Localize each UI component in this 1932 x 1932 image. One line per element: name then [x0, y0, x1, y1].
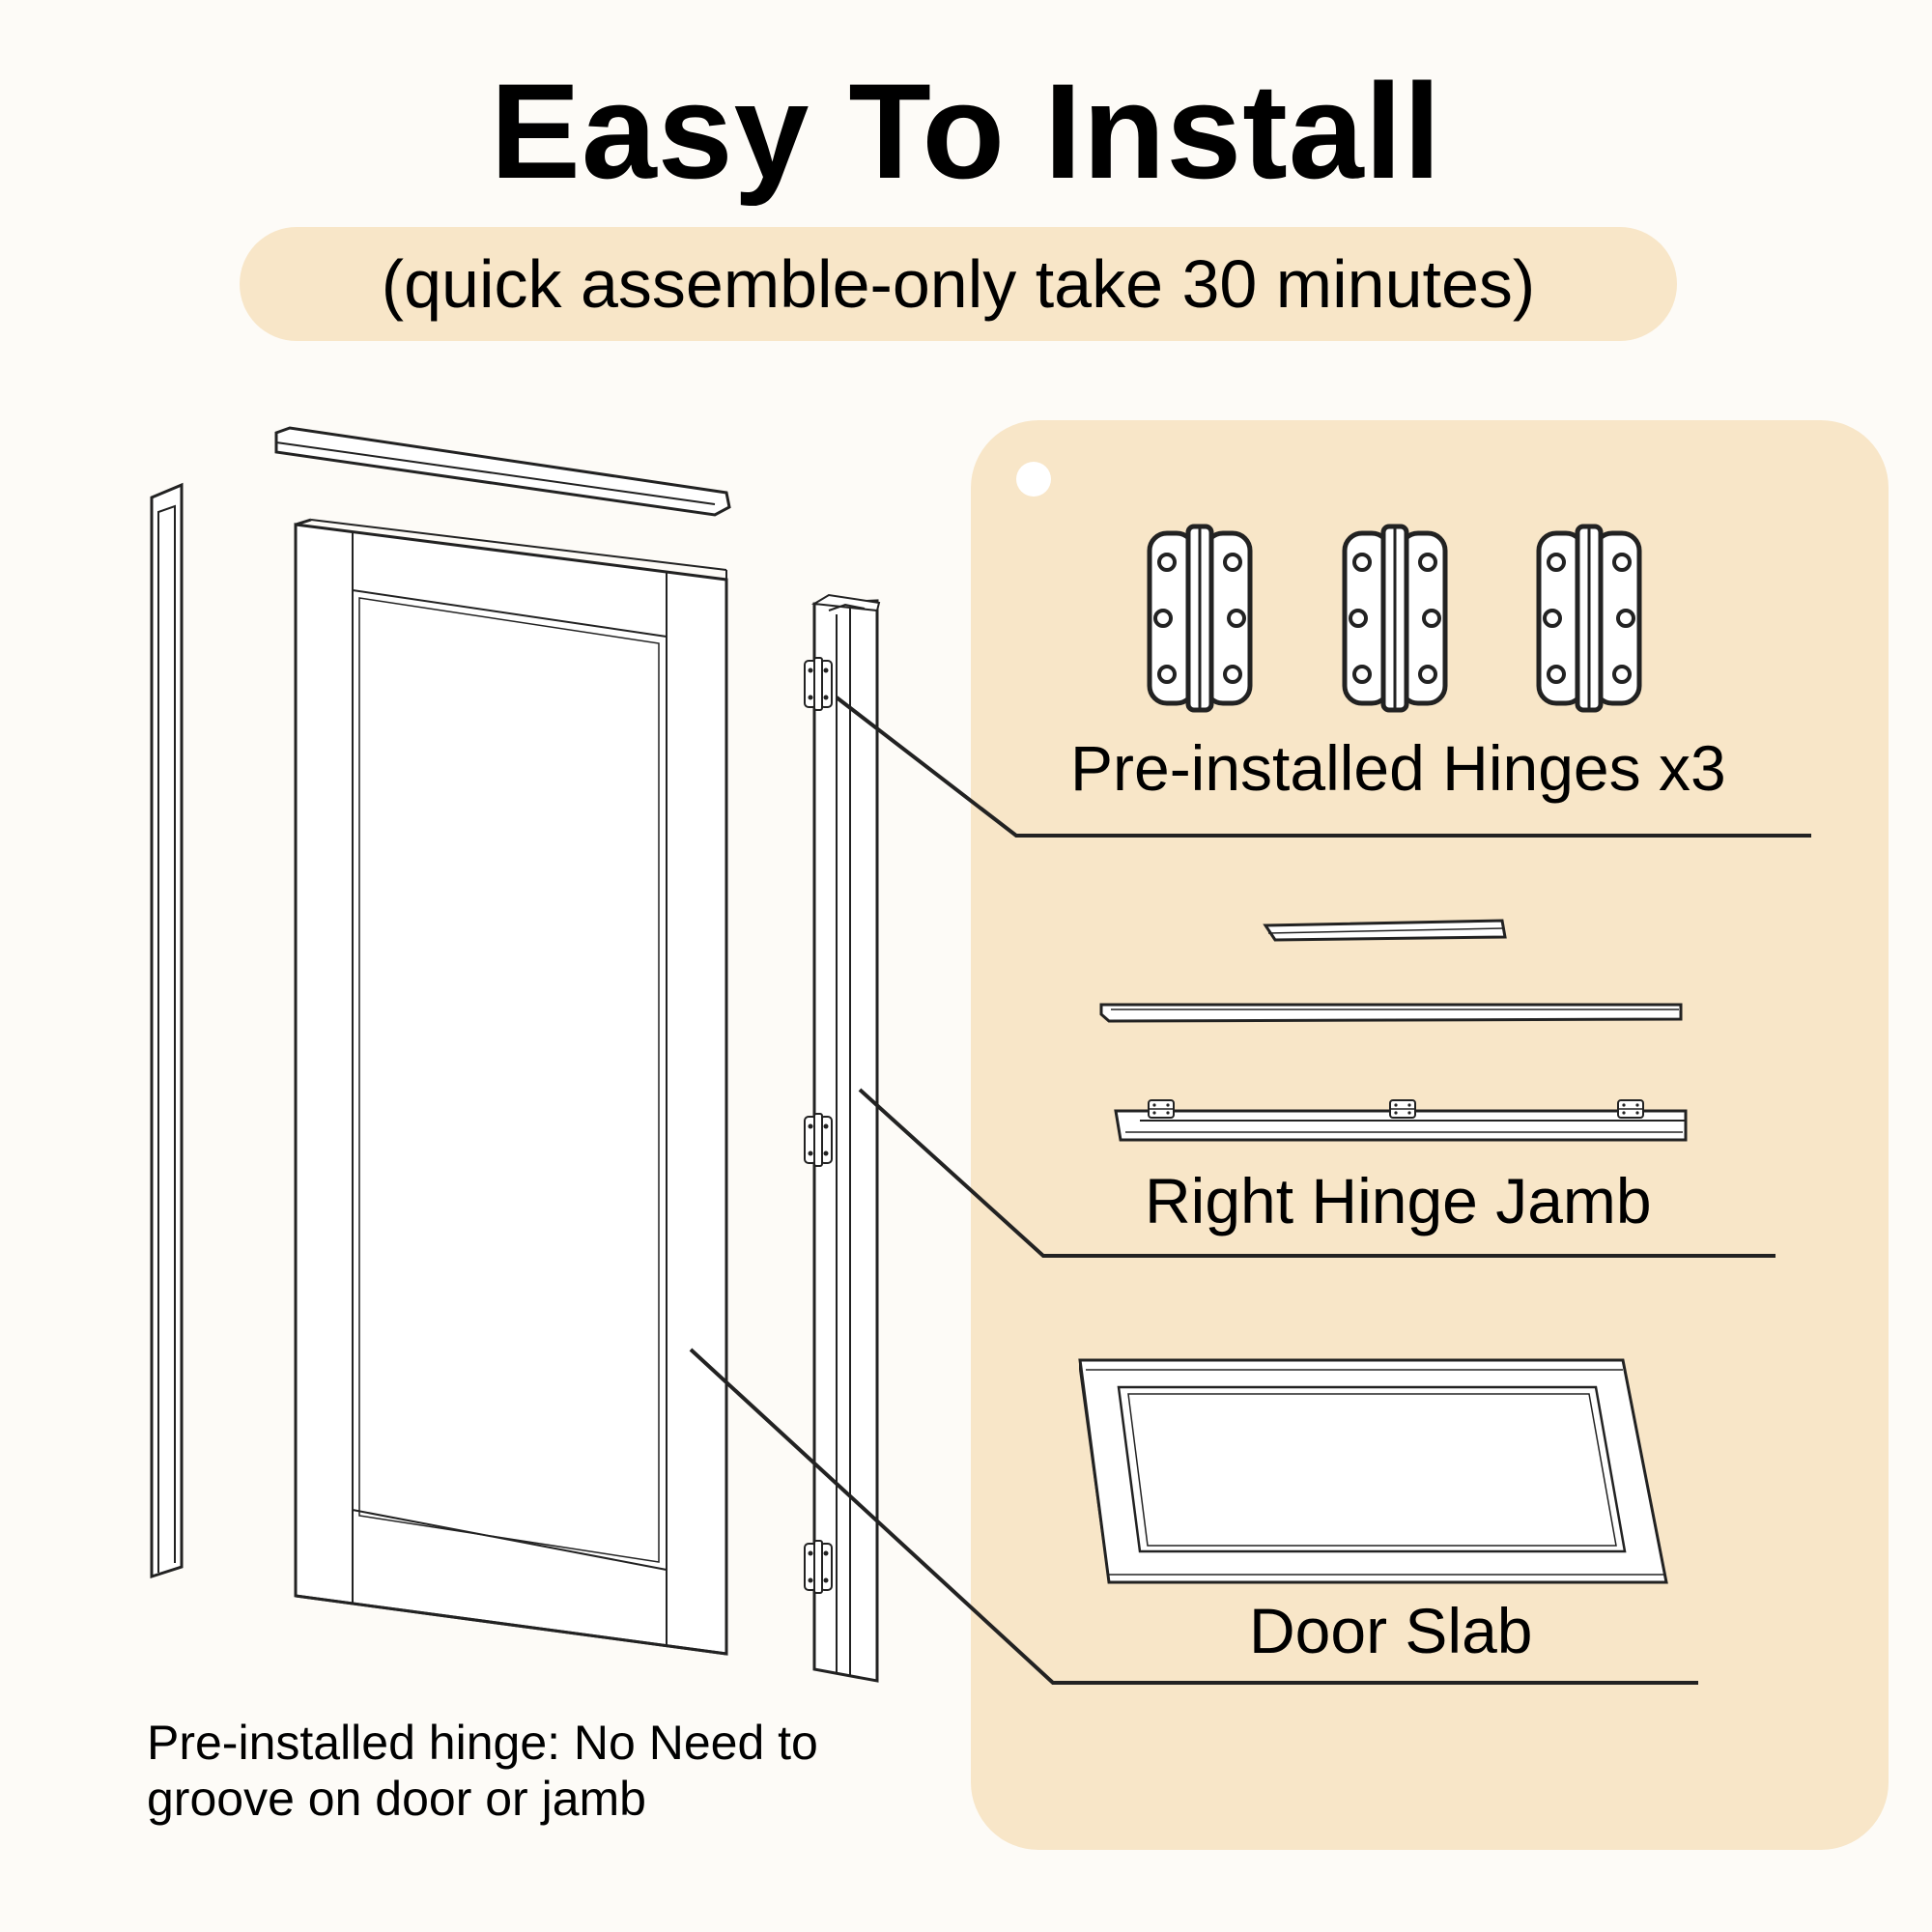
- slab-leader-line: [689, 1348, 1698, 1685]
- hinges-label: Pre-installed Hinges x3: [1070, 732, 1726, 804]
- top-jamb: [274, 426, 731, 517]
- hinges-leader-line: [835, 696, 1811, 838]
- hinge-icon: [1345, 526, 1445, 710]
- jamb-hinge-middle: [804, 1113, 833, 1167]
- subtitle-pill: [240, 227, 1677, 341]
- slab-label: Door Slab: [1249, 1595, 1533, 1666]
- subtitle: (quick assemble-only take 30 minutes): [381, 246, 1536, 322]
- page-title: Easy To Install: [490, 55, 1442, 207]
- jamb-leader-line: [858, 1088, 1776, 1258]
- left-jamb: [150, 482, 184, 1579]
- jamb-piece-hinge-1: [1148, 1099, 1175, 1119]
- slab-drawing-panel: [1078, 1358, 1668, 1584]
- hinge-icon: [1539, 526, 1639, 710]
- hinge-icon: [1150, 526, 1250, 710]
- install-note-line-2: groove on door or jamb: [147, 1772, 646, 1826]
- install-note: Pre-installed hinge: No Need to groove o…: [147, 1715, 939, 1827]
- jamb-piece-hinged: [1114, 1109, 1688, 1142]
- right-hinge-jamb-drawing: [810, 593, 881, 1683]
- jamb-piece-hinge-2: [1389, 1099, 1416, 1119]
- panel-dot: [1016, 462, 1051, 497]
- jamb-piece-hinge-3: [1617, 1099, 1644, 1119]
- door-slab-drawing: [294, 518, 728, 1656]
- jamb-label: Right Hinge Jamb: [1145, 1165, 1652, 1236]
- jamb-piece-middle: [1099, 1003, 1683, 1023]
- jamb-hinge-top: [804, 657, 833, 711]
- jamb-hinge-bottom: [804, 1540, 833, 1594]
- jamb-piece-top: [1263, 919, 1507, 942]
- install-note-line-1: Pre-installed hinge: No Need to: [147, 1716, 818, 1770]
